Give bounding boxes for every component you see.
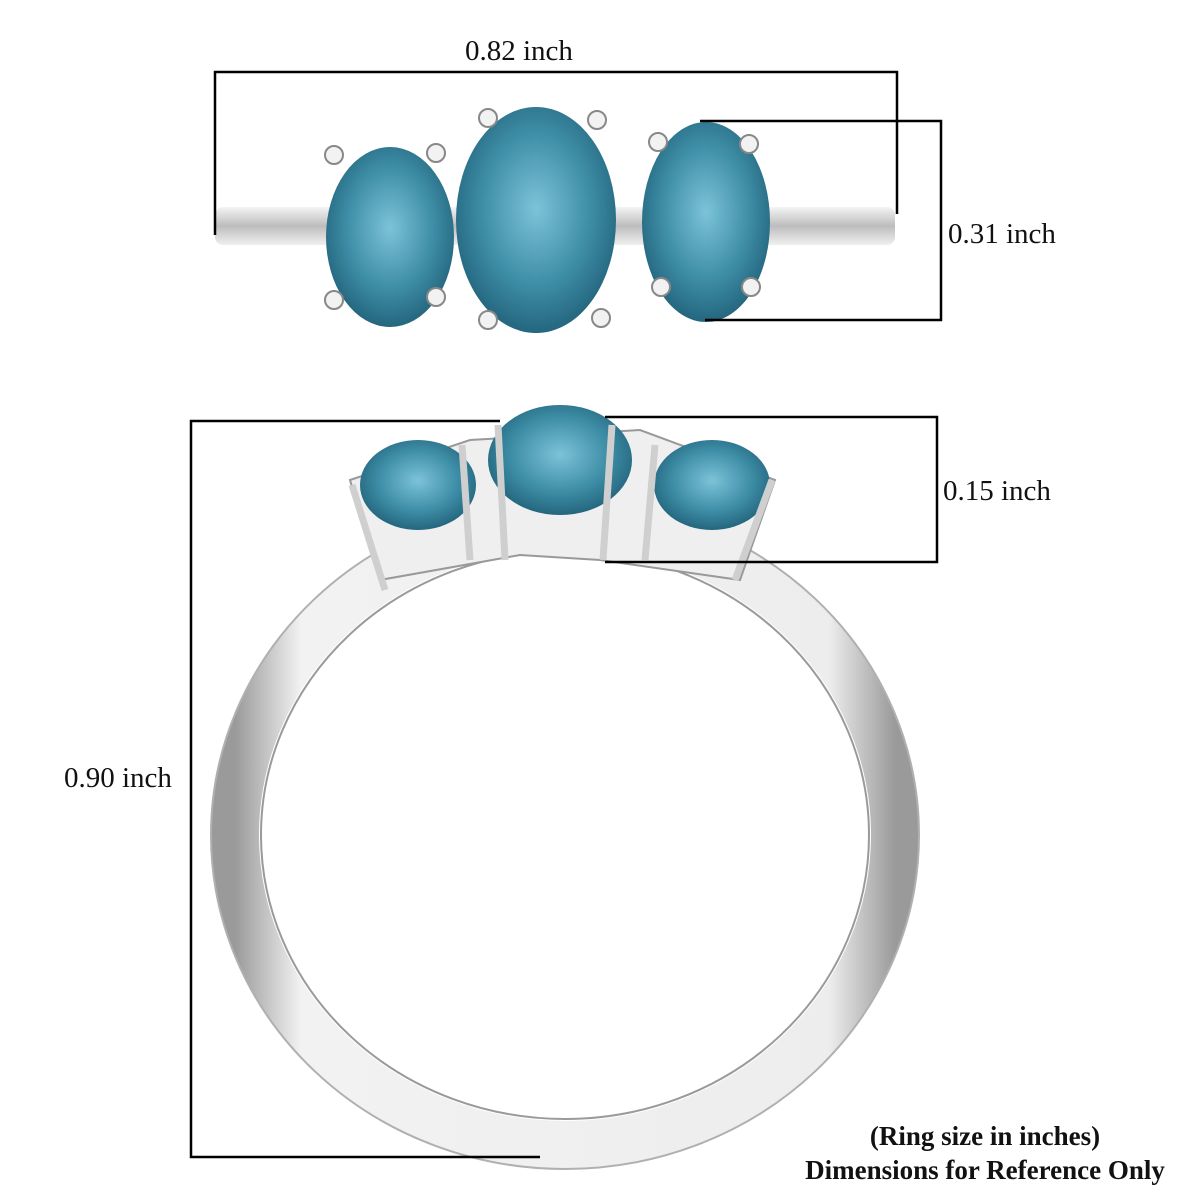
side-prongs: [348, 424, 776, 592]
setting-height-dimension-label: 0.15 inch: [943, 475, 1051, 507]
ring-height-bracket: [189, 585, 540, 1159]
ring-height-top: [189, 419, 500, 585]
stone-height-bracket: [700, 119, 943, 322]
side-center-gem: [488, 405, 632, 515]
stone-height-dimension-label: 0.31 inch: [948, 218, 1056, 250]
setting-height-bracket: [605, 415, 939, 564]
footer-note: (Ring size in inches) Dimensions for Ref…: [790, 1120, 1180, 1188]
left-gem: [326, 147, 454, 327]
ring-height-dimension-label: 0.90 inch: [64, 762, 172, 794]
width-bracket: [213, 70, 899, 235]
width-dimension-label: 0.82 inch: [465, 35, 573, 67]
center-gem: [456, 107, 616, 333]
ring-top-view: [215, 107, 895, 333]
dimension-lines: [189, 70, 943, 1159]
side-right-gem: [654, 440, 770, 530]
ring-band: [211, 501, 919, 1169]
right-gem: [642, 122, 770, 322]
ring-size-note: (Ring size in inches): [869, 1121, 1101, 1151]
side-left-gem: [360, 440, 476, 530]
reference-disclaimer: Dimensions for Reference Only: [805, 1154, 1165, 1185]
ring-side-view: [210, 405, 920, 1170]
prongs: [324, 108, 761, 330]
